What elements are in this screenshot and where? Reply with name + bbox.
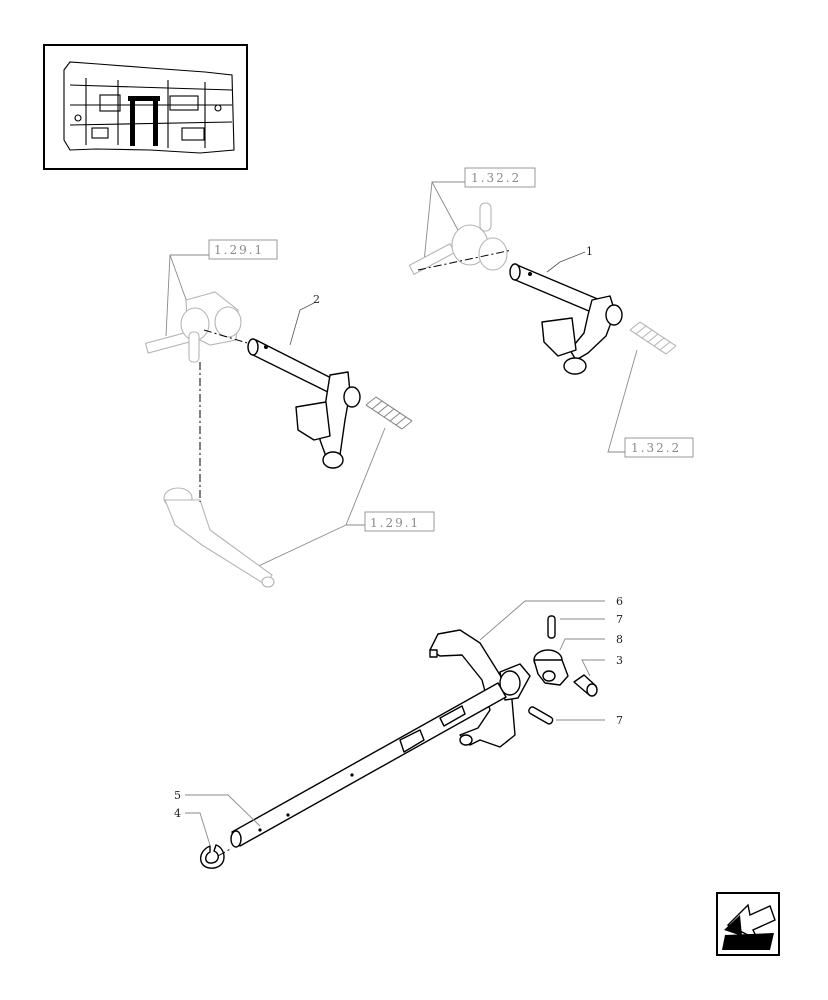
ref-box-top-left[interactable] [208,239,278,260]
gearbox-thumbnail-icon[interactable] [43,44,248,170]
label-part-3[interactable]: 3 [616,654,623,667]
ref-box-mid-right[interactable] [624,437,694,458]
ghost-bracket-left [144,291,242,363]
label-part-2[interactable]: 2 [313,293,320,306]
label-part-1[interactable]: 1 [586,245,593,258]
label-part-4[interactable]: 4 [174,807,181,820]
shift-shaft-part-5[interactable] [230,682,507,848]
snap-ring-part-4[interactable] [200,844,225,869]
label-part-6[interactable]: 6 [616,595,623,608]
ref-label-mid-left[interactable]: 1.29.1 [370,516,420,530]
label-part-7-top[interactable]: 7 [616,613,623,626]
selector-rod-part-1[interactable] [509,263,623,375]
label-part-5[interactable]: 5 [174,789,181,802]
leader-part-8 [559,638,605,651]
leader-part-2 [289,302,315,346]
ref-label-top-left[interactable]: 1.29.1 [214,243,264,257]
block-part-8[interactable] [533,649,569,686]
leader-mid-right [607,349,638,453]
label-part-7-bottom[interactable]: 7 [616,714,623,727]
leader-part-4 [185,812,211,846]
leader-mid-left [249,427,386,571]
label-part-8[interactable]: 8 [616,633,623,646]
axis-left-horizontal [203,329,255,346]
ref-box-top-right[interactable] [464,167,536,188]
leader-part-5 [185,794,261,827]
back-arrow-icon[interactable] [716,892,780,956]
screw-part-3[interactable] [573,674,598,697]
ghost-bracket-top-right [408,202,508,275]
pin-part-7-top[interactable] [547,615,556,639]
selector-rod-part-2[interactable] [247,338,361,469]
axis-ring [217,847,233,857]
pin-part-7-bottom[interactable] [528,706,554,725]
leader-part-1 [546,251,586,273]
leader-part-6 [479,600,605,641]
axis-top-right [417,249,513,271]
shift-fork-part-6[interactable] [429,629,531,748]
spring-left [365,396,413,430]
ref-label-top-right[interactable]: 1.32.2 [471,171,521,185]
ref-label-mid-right[interactable]: 1.32.2 [631,441,681,455]
ghost-lever-bottom-left [163,487,275,588]
spring-right [629,321,677,355]
leader-top-left [165,254,209,337]
leader-part-3 [581,659,605,677]
ref-box-mid-left[interactable] [364,511,435,532]
